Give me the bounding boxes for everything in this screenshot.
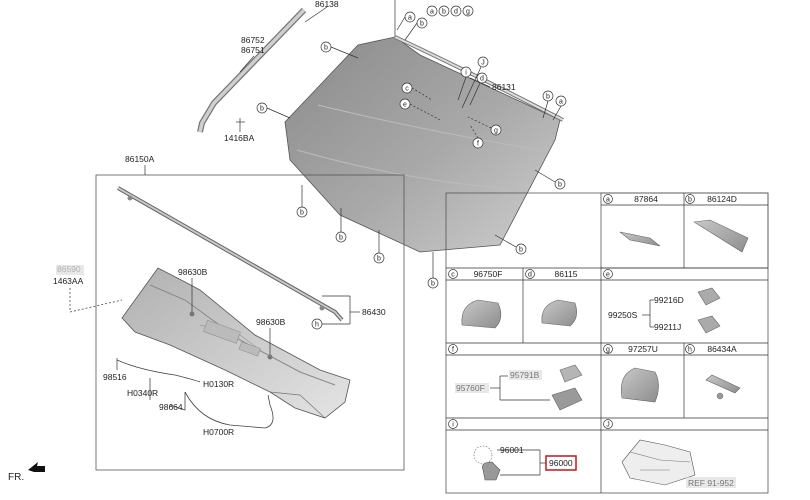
svg-text:b: b <box>377 256 381 263</box>
bracket-99211J-image <box>697 315 721 334</box>
svg-text:b: b <box>519 247 523 254</box>
svg-text:d: d <box>454 9 458 16</box>
washer-hose <box>116 359 274 429</box>
callouts-glass-left: b b b b b b b b b a <box>256 41 567 289</box>
svg-text:d: d <box>528 272 532 279</box>
windshield-glass <box>284 36 561 253</box>
svg-text:a: a <box>559 99 563 106</box>
cell-d-part: 86115 <box>554 269 577 279</box>
svg-text:b: b <box>420 21 424 28</box>
cell-c-part: 96750F <box>474 269 503 279</box>
cell-e-part-99211J: 99211J <box>654 322 681 332</box>
svg-text:b: b <box>300 210 304 217</box>
svg-text:a: a <box>408 15 412 22</box>
cell-j-ref: REF 91-952 <box>688 478 734 488</box>
svg-text:h: h <box>688 347 692 354</box>
table-cell-j: J REF 91-952 <box>603 419 736 488</box>
antenna-96000-image <box>482 461 501 481</box>
cowl-weatherstrip <box>117 186 344 322</box>
front-direction-label: FR. <box>8 472 24 483</box>
cell-e-part-99216D: 99216D <box>654 295 684 305</box>
svg-text:b: b <box>339 235 343 242</box>
cell-f-part-95791B: 95791B <box>510 370 540 380</box>
part-label-86150A: 86150A <box>125 154 155 164</box>
part-label-H0700R: H0700R <box>203 427 234 437</box>
part-label-1416BA: 1416BA <box>224 133 255 143</box>
svg-text:b: b <box>431 281 435 288</box>
svg-text:c: c <box>451 272 455 279</box>
part-label-H0340R: H0340R <box>127 388 158 398</box>
clip-87864-image <box>619 231 661 247</box>
sensor-95791B-image <box>559 364 583 383</box>
cap-86124D-image <box>693 219 749 253</box>
svg-text:c: c <box>405 86 409 93</box>
pad-86115-image <box>541 299 577 327</box>
svg-text:J: J <box>481 60 485 67</box>
part-label-86138: 86138 <box>315 0 339 9</box>
part-label-86751: 86751 <box>241 45 265 55</box>
side-moulding <box>197 7 307 133</box>
callout-h-cowl <box>311 318 323 330</box>
table-cell-a: a 87864 <box>603 194 661 247</box>
svg-text:g: g <box>494 128 498 135</box>
part-label-98630B-bottom: 98630B <box>256 317 286 327</box>
svg-text:b: b <box>688 197 692 204</box>
bracket-99216D-image <box>697 287 721 306</box>
svg-text:b: b <box>324 45 328 52</box>
svg-text:g: g <box>466 9 470 16</box>
part-label-98516: 98516 <box>103 372 127 382</box>
cell-e-part-99250S: 99250S <box>608 310 638 320</box>
svg-text:b: b <box>558 182 562 189</box>
table-cell-f: f 95791B 95760F <box>448 344 583 411</box>
svg-text:h: h <box>315 322 319 329</box>
svg-text:f: f <box>452 347 454 354</box>
svg-text:d: d <box>480 76 484 83</box>
table-cell-g: g 97257U <box>603 344 659 403</box>
svg-text:e: e <box>403 102 407 109</box>
module-95760F-image <box>551 387 583 411</box>
cover-97257U-image <box>621 367 659 403</box>
svg-text:i: i <box>465 70 467 77</box>
wiring-bracket-image <box>621 439 696 486</box>
bracket-86434A-image <box>705 374 741 394</box>
front-arrow-icon <box>28 462 45 472</box>
svg-text:b: b <box>442 9 446 16</box>
cell-a-part: 87864 <box>634 194 658 204</box>
svg-text:a: a <box>606 197 610 204</box>
part-label-H0130R: H0130R <box>203 379 234 389</box>
cell-i-part-96000: 96000 <box>549 458 573 468</box>
svg-text:e: e <box>606 272 610 279</box>
callouts-glass-center: c e J i d g f <box>399 56 502 149</box>
part-label-98664: 98664 <box>159 402 183 412</box>
part-label-98630B-top: 98630B <box>178 267 208 277</box>
callout-group-top: a b a b d g <box>394 0 474 41</box>
table-cell-d: d 86115 <box>525 269 578 327</box>
svg-text:a: a <box>430 9 434 16</box>
table-cell-e: e 99216D 99250S 99211J <box>603 269 721 334</box>
cowl-top-cover <box>121 267 351 419</box>
sensor-96750F-image <box>461 299 502 329</box>
part-label-86752: 86752 <box>241 35 265 45</box>
top-moulding <box>394 35 564 122</box>
table-cell-b: b 86124D <box>685 194 749 253</box>
svg-text:f: f <box>477 141 479 148</box>
cell-f-part-95760F: 95760F <box>456 383 485 393</box>
svg-text:J: J <box>606 422 610 429</box>
svg-text:b: b <box>546 94 550 101</box>
table-cell-i: i 96001 96000 <box>448 419 577 481</box>
cowl-section-frame <box>95 174 405 471</box>
cell-b-part: 86124D <box>707 194 737 204</box>
cell-h-part: 86434A <box>707 344 737 354</box>
svg-text:g: g <box>606 347 610 354</box>
table-cell-h: h 86434A <box>685 344 741 400</box>
part-label-1463AA: 1463AA <box>53 276 84 286</box>
cell-g-part: 97257U <box>628 344 658 354</box>
svg-text:i: i <box>452 422 454 429</box>
table-cell-c: c 96750F <box>448 269 503 329</box>
part-label-86131: 86131 <box>492 82 516 92</box>
svg-text:b: b <box>260 106 264 113</box>
parts-table <box>445 192 769 494</box>
part-label-86430: 86430 <box>362 307 386 317</box>
